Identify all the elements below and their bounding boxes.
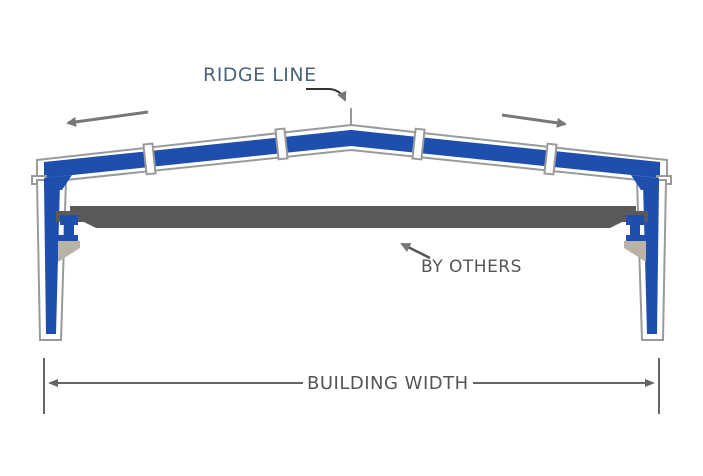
building-width-label: BUILDING WIDTH	[303, 373, 473, 394]
splice-plate	[142, 142, 157, 176]
by-others-label: BY OTHERS	[421, 257, 522, 277]
crane-beam	[56, 211, 648, 228]
left-rafter	[44, 130, 351, 178]
right-crane-support	[630, 225, 640, 235]
right-knee-haunch	[631, 175, 659, 190]
right-corbel	[624, 241, 646, 262]
splice-plate	[543, 142, 558, 176]
right-crane-support	[626, 215, 644, 225]
left-crane-support	[64, 225, 74, 235]
crane-beam-top	[70, 206, 636, 211]
right-slope-arrow-icon	[501, 113, 567, 128]
ridge-haunch	[325, 130, 377, 142]
left-slope-arrow-icon	[66, 110, 149, 127]
by-others-pointer-arrow-icon	[400, 242, 431, 260]
left-crane-support	[60, 215, 78, 225]
ridge-line-label: RIDGE LINE	[203, 64, 317, 86]
left-knee-haunch	[44, 175, 72, 190]
ridge-pointer-arrow-icon	[306, 88, 347, 102]
left-crane-support	[58, 235, 78, 241]
width-arrowhead-left	[48, 379, 58, 387]
width-arrowhead-right	[645, 379, 655, 387]
right-rafter	[351, 130, 660, 178]
splice-plate	[411, 127, 426, 161]
splice-plate	[274, 127, 289, 161]
left-corbel	[58, 241, 80, 262]
right-crane-support	[626, 235, 646, 241]
